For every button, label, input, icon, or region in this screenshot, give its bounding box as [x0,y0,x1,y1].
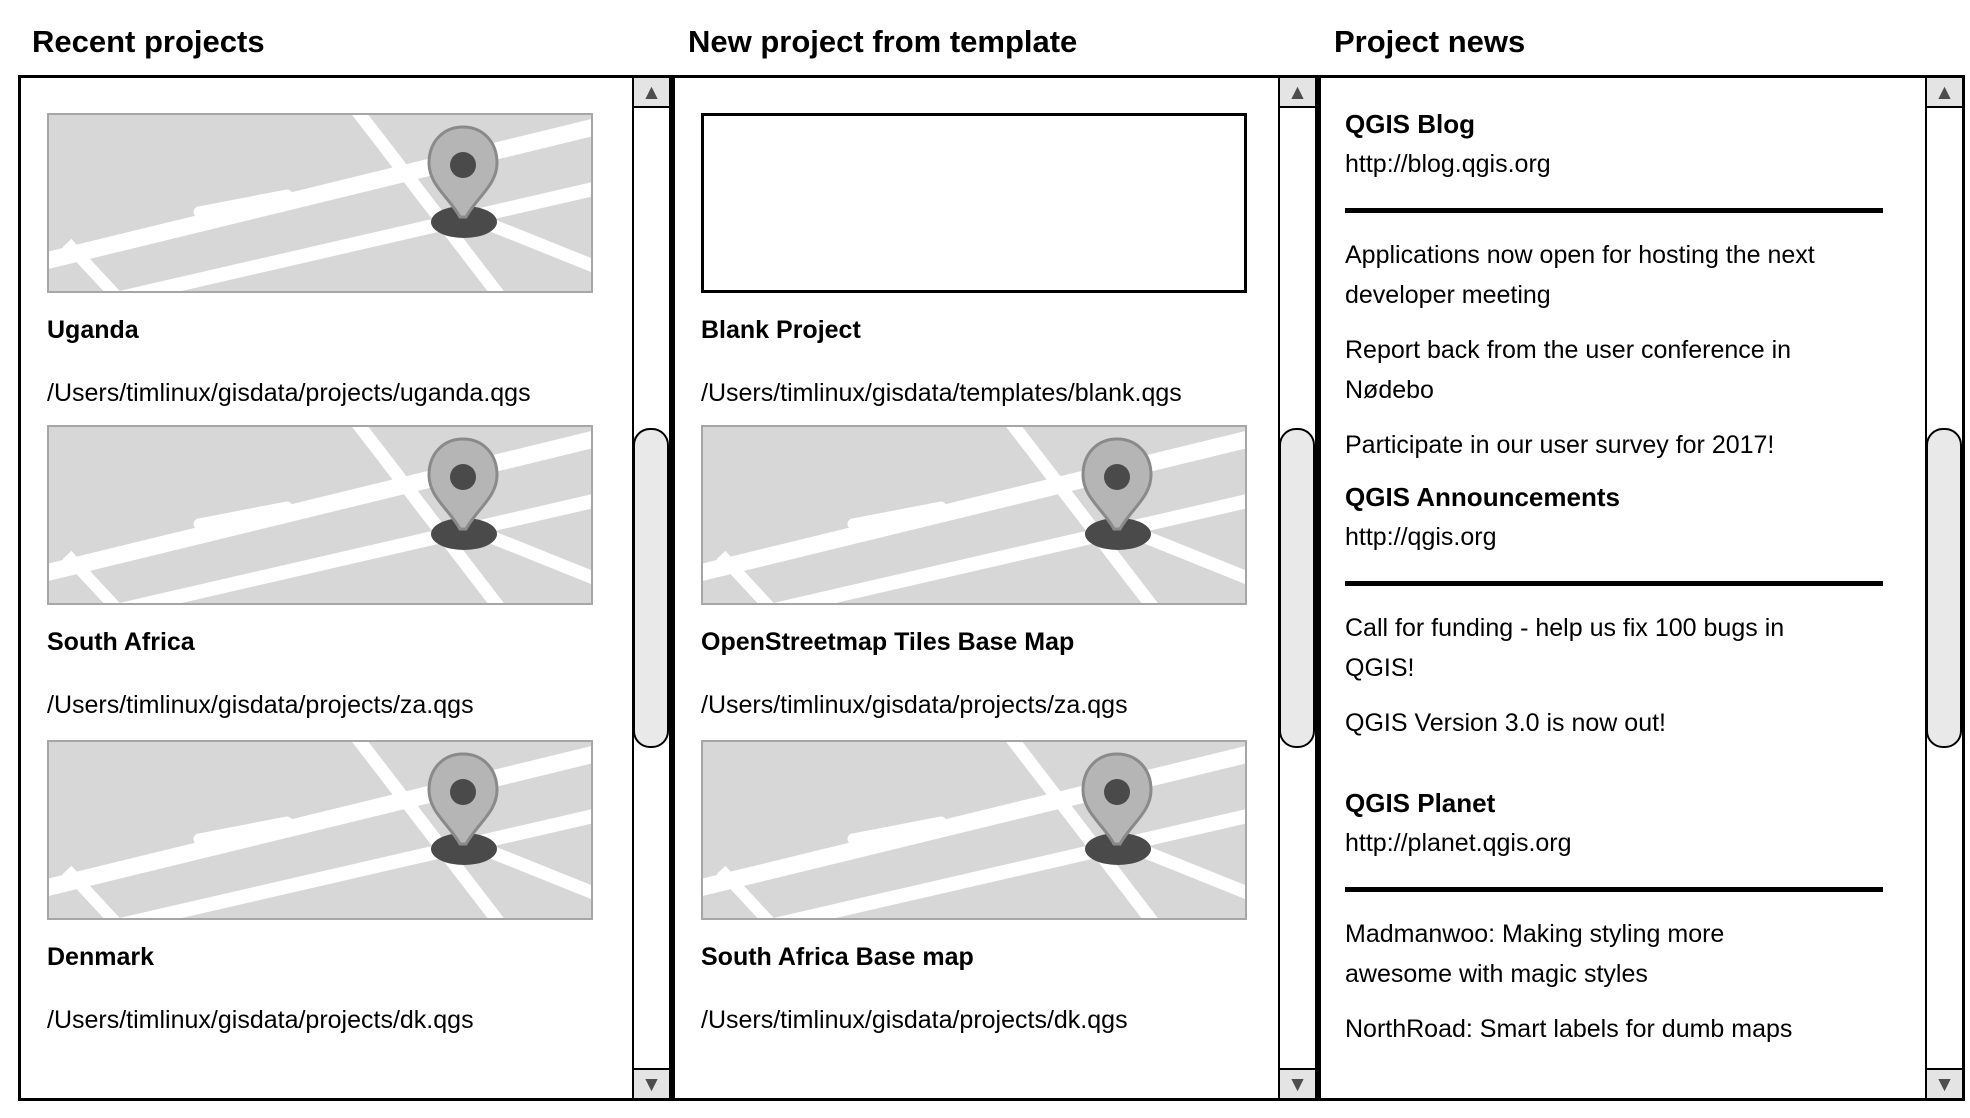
scroll-down-button[interactable]: ▼ [1927,1068,1962,1098]
template-path: /Users/timlinux/gisdata/templates/blank.… [701,379,1182,407]
template-name: South Africa Base map [701,943,974,971]
news-item[interactable]: Madmanwoo: Making styling more awesome w… [1345,920,1725,988]
triangle-up-icon: ▲ [1934,80,1955,104]
project-name: South Africa [47,628,195,656]
recent-project-item-south-africa[interactable]: South Africa /Users/timlinux/gisdata/pro… [47,425,593,720]
triangle-down-icon: ▼ [641,1072,662,1096]
project-path: /Users/timlinux/gisdata/projects/za.qgs [47,691,474,719]
recent-project-item-denmark[interactable]: Denmark /Users/timlinux/gisdata/projects… [47,740,593,1035]
recent-projects-panel: Uganda /Users/timlinux/gisdata/projects/… [18,75,672,1101]
news-feed-url[interactable]: http://planet.qgis.org [1345,829,1572,857]
scrollbar-thumb[interactable] [633,428,669,748]
scrollbar-thumb[interactable] [1926,428,1962,748]
news-item[interactable]: NorthRoad: Smart labels for dumb maps [1345,1015,1793,1043]
templates-panel: Blank Project /Users/timlinux/gisdata/te… [672,75,1318,1101]
triangle-down-icon: ▼ [1287,1072,1308,1096]
recent-project-item-uganda[interactable]: Uganda /Users/timlinux/gisdata/projects/… [47,113,593,408]
news-item[interactable]: QGIS Version 3.0 is now out! [1345,709,1666,737]
project-path: /Users/timlinux/gisdata/projects/uganda.… [47,379,531,407]
recent-projects-title: Recent projects [32,24,265,59]
triangle-down-icon: ▼ [1934,1072,1955,1096]
project-news-title: Project news [1334,24,1526,59]
news-feed-url[interactable]: http://blog.qgis.org [1345,150,1551,178]
map-thumbnail [47,113,593,293]
news-divider [1345,887,1883,892]
news-list: QGIS Blog http://blog.qgis.org Applicati… [1321,78,1925,1098]
templates-scrollbar[interactable]: ▲ ▼ [1278,78,1315,1098]
triangle-up-icon: ▲ [1287,80,1308,104]
scroll-down-button[interactable]: ▼ [1280,1068,1315,1098]
news-item[interactable]: Participate in our user survey for 2017! [1345,431,1775,459]
news-feed-heading: QGIS Planet [1345,788,1496,818]
news-item[interactable]: Report back from the user conference in … [1345,336,1792,404]
template-name: OpenStreetmap Tiles Base Map [701,628,1075,656]
map-thumbnail [701,425,1247,605]
scroll-up-button[interactable]: ▲ [634,78,669,108]
template-item-openstreetmap[interactable]: OpenStreetmap Tiles Base Map /Users/timl… [701,425,1247,720]
news-feed-url[interactable]: http://qgis.org [1345,523,1497,551]
news-section-qgis-announcements: QGIS Announcements http://qgis.org Call … [1345,481,1890,743]
template-path: /Users/timlinux/gisdata/projects/dk.qgs [701,1006,1128,1034]
blank-thumbnail [701,113,1247,293]
news-panel: QGIS Blog http://blog.qgis.org Applicati… [1318,75,1965,1101]
project-name: Uganda [47,316,139,344]
news-section-qgis-planet: QGIS Planet http://planet.qgis.org Madma… [1345,787,1890,1049]
recent-projects-list: Uganda /Users/timlinux/gisdata/projects/… [21,78,632,1098]
templates-list: Blank Project /Users/timlinux/gisdata/te… [675,78,1278,1098]
scroll-down-button[interactable]: ▼ [634,1068,669,1098]
news-item[interactable]: Applications now open for hosting the ne… [1345,241,1815,309]
recent-projects-scrollbar[interactable]: ▲ ▼ [632,78,669,1098]
news-divider [1345,581,1883,586]
project-path: /Users/timlinux/gisdata/projects/dk.qgs [47,1006,474,1034]
map-thumbnail [47,740,593,920]
news-scrollbar[interactable]: ▲ ▼ [1925,78,1962,1098]
map-thumbnail [47,425,593,605]
map-thumbnail [701,740,1247,920]
scroll-up-button[interactable]: ▲ [1927,78,1962,108]
scrollbar-thumb[interactable] [1279,428,1315,748]
news-feed-heading: QGIS Announcements [1345,482,1620,512]
scroll-up-button[interactable]: ▲ [1280,78,1315,108]
project-name: Denmark [47,943,154,971]
template-name: Blank Project [701,316,861,344]
new-from-template-title: New project from template [688,24,1078,59]
template-item-blank-project[interactable]: Blank Project /Users/timlinux/gisdata/te… [701,113,1247,408]
template-path: /Users/timlinux/gisdata/projects/za.qgs [701,691,1128,719]
triangle-up-icon: ▲ [641,80,662,104]
news-divider [1345,208,1883,213]
news-section-qgis-blog: QGIS Blog http://blog.qgis.org Applicati… [1345,108,1890,465]
template-item-south-africa-base[interactable]: South Africa Base map /Users/timlinux/gi… [701,740,1247,1035]
news-feed-heading: QGIS Blog [1345,109,1475,139]
news-item[interactable]: Call for funding - help us fix 100 bugs … [1345,614,1785,682]
